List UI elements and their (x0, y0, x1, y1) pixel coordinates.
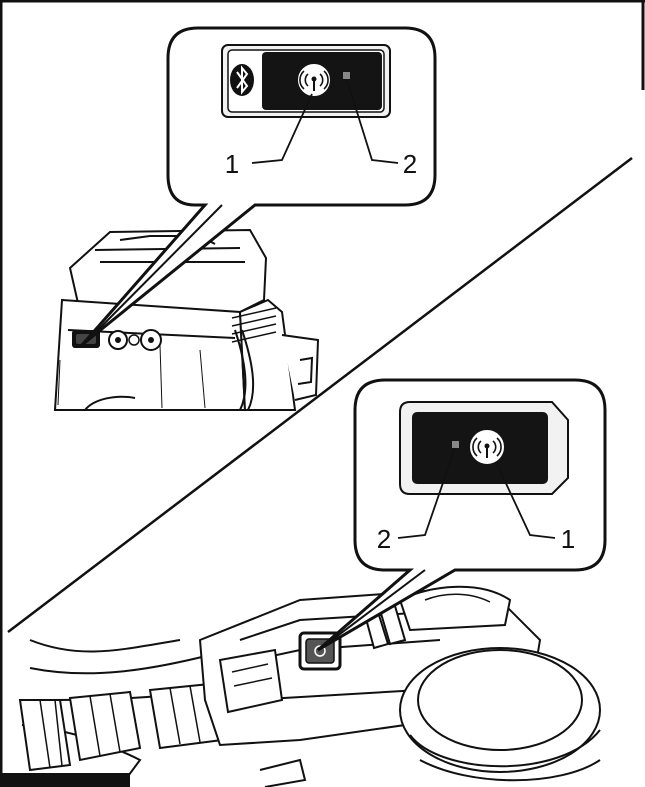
bottom-callout-label-2: 2 (377, 524, 391, 554)
top-leader-line-2 (346, 79, 399, 164)
bottom-indicator-lamp (452, 441, 459, 448)
bottom-left-black-bar (0, 773, 130, 787)
sander-wireless-slot-button (314, 645, 326, 657)
top-indicator-lamp (343, 72, 350, 79)
bluetooth-icon (230, 64, 254, 96)
extractor-knob-left-inner (115, 337, 121, 343)
top-wireless-activation-icon (296, 62, 332, 98)
bottom-leader-line-2 (397, 447, 456, 539)
top-leader-line-1 (251, 93, 313, 164)
bottom-wireless-activation-icon (468, 428, 506, 466)
diagonal-divider (7, 157, 633, 633)
bottom-callout-label-1: 1 (561, 524, 575, 554)
top-callout-label-2: 2 (403, 149, 417, 179)
bottom-leader-line-1 (495, 461, 556, 539)
top-callout-label-1: 1 (225, 149, 239, 179)
top-callout-pointer-inner (89, 204, 223, 339)
bottom-callout-pointer-inner (323, 569, 426, 647)
extractor-knob-right-inner (148, 337, 154, 343)
extractor-knob-mid (128, 334, 140, 346)
sander-illustration (18, 585, 601, 787)
